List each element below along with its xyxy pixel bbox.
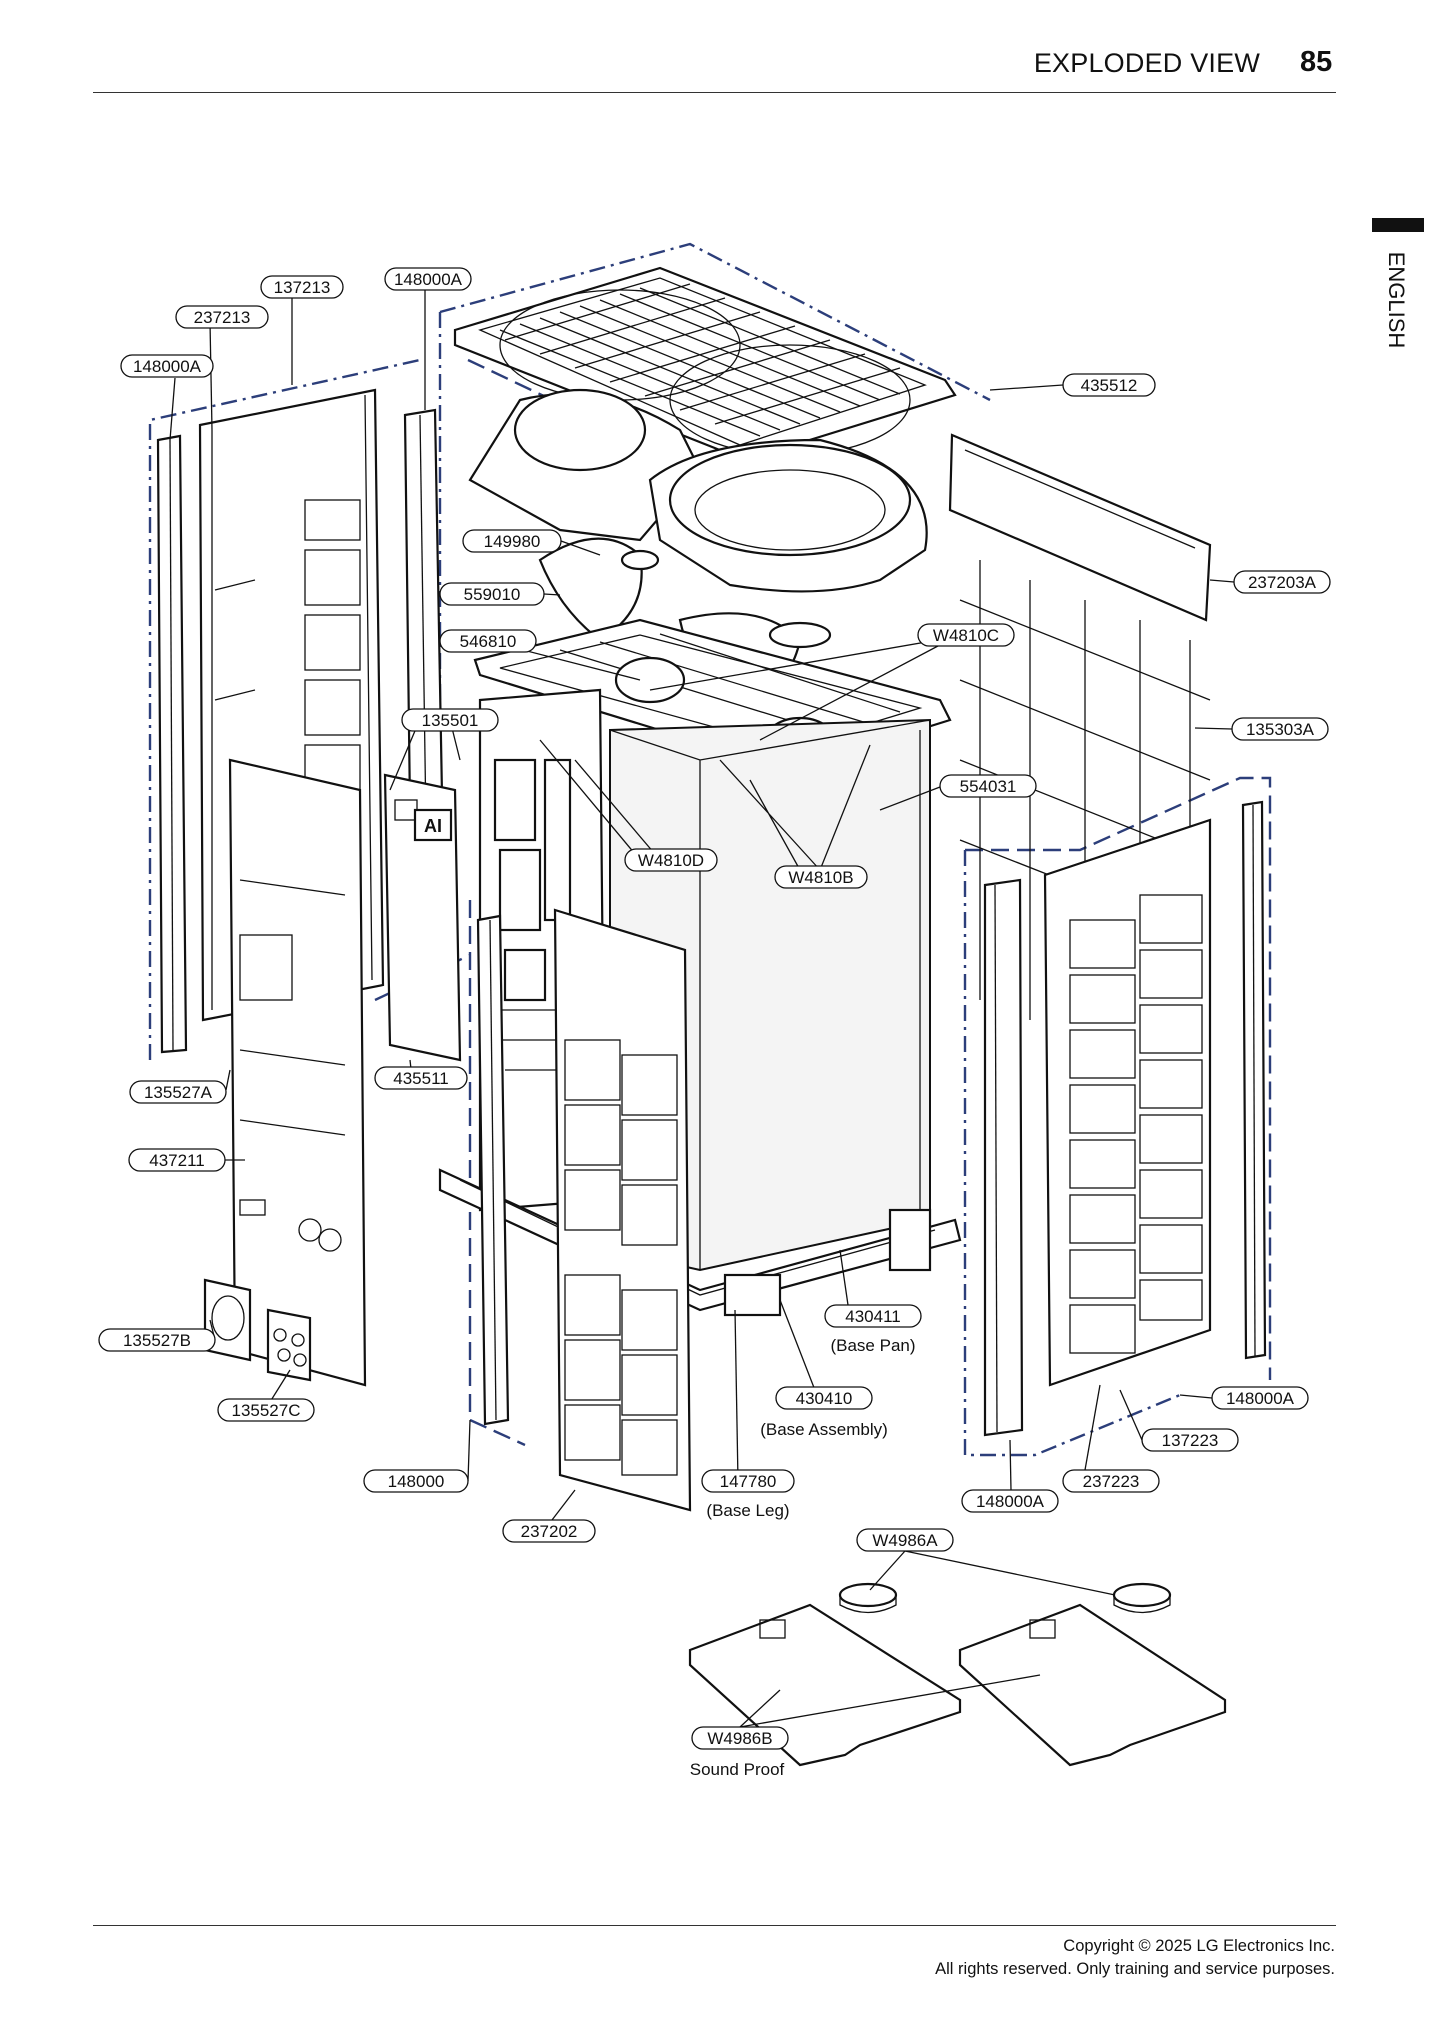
caption-sound-proof: Sound Proof xyxy=(690,1760,785,1779)
front-left-panel xyxy=(228,758,367,1387)
callout-430411: 430411 xyxy=(824,1304,922,1328)
leader-lines xyxy=(169,290,1235,1728)
base-frame xyxy=(438,1168,962,1317)
svg-text:435512: 435512 xyxy=(1081,376,1138,395)
svg-text:149980: 149980 xyxy=(484,532,541,551)
callout-559010: 559010 xyxy=(439,582,545,606)
right-side-panel xyxy=(1043,818,1212,1387)
callout-437211: 437211 xyxy=(128,1148,226,1172)
svg-text:430410: 430410 xyxy=(796,1389,853,1408)
callout-237213: 237213 xyxy=(175,305,269,329)
svg-text:137223: 137223 xyxy=(1162,1431,1219,1450)
page-header-title: EXPLODED VIEW xyxy=(1033,48,1260,78)
svg-text:148000A: 148000A xyxy=(1226,1389,1295,1408)
callout-W4810B: W4810B xyxy=(774,865,868,889)
left-corner-pillar xyxy=(156,434,188,1054)
svg-text:W4810D: W4810D xyxy=(638,851,704,870)
sound-proof-pad-left xyxy=(688,1603,962,1767)
svg-text:135501: 135501 xyxy=(422,711,479,730)
header-rule xyxy=(93,92,1336,93)
svg-text:237202: 237202 xyxy=(521,1522,578,1541)
callout-148000A-top: 148000A xyxy=(384,267,472,291)
callout-135303A: 135303A xyxy=(1231,717,1329,741)
language-tab-marker xyxy=(1372,218,1424,232)
callout-148000: 148000 xyxy=(363,1469,469,1493)
svg-text:W4810B: W4810B xyxy=(788,868,853,887)
callout-W4986A: W4986A xyxy=(856,1528,954,1552)
callout-237223: 237223 xyxy=(1062,1469,1160,1493)
callout-W4986B: W4986B xyxy=(691,1726,789,1750)
footer-copyright: Copyright © 2025 LG Electronics Inc. xyxy=(1063,1937,1335,1955)
callout-147780: 147780 xyxy=(701,1469,795,1493)
svg-text:137213: 137213 xyxy=(274,278,331,297)
svg-text:437211: 437211 xyxy=(149,1151,204,1170)
svg-text:147780: 147780 xyxy=(720,1472,777,1491)
control-cover-435511 xyxy=(383,773,462,1062)
top-grille-outline-upper xyxy=(439,242,991,402)
svg-text:237203A: 237203A xyxy=(1248,573,1317,592)
svg-text:135527B: 135527B xyxy=(123,1331,191,1350)
callout-435512: 435512 xyxy=(1062,373,1156,397)
service-covers xyxy=(203,1278,312,1382)
callout-137213: 137213 xyxy=(260,275,344,299)
svg-text:546810: 546810 xyxy=(460,632,517,651)
svg-text:W4986A: W4986A xyxy=(872,1531,938,1550)
right-front-pillar xyxy=(983,878,1024,1437)
callout-148000A-bottom: 148000A xyxy=(961,1489,1059,1513)
caption-base-pan: (Base Pan) xyxy=(830,1336,915,1355)
right-side-outline-top xyxy=(965,776,1272,1380)
callout-148000A-right: 148000A xyxy=(1211,1386,1309,1410)
svg-text:135527C: 135527C xyxy=(231,1401,300,1420)
svg-text:148000: 148000 xyxy=(388,1472,445,1491)
callout-237203A: 237203A xyxy=(1233,570,1331,594)
svg-text:135527A: 135527A xyxy=(144,1083,213,1102)
svg-text:430411: 430411 xyxy=(845,1307,900,1326)
callout-554031: 554031 xyxy=(939,774,1037,798)
page-number: 85 xyxy=(1300,46,1333,78)
front-lower-pillar xyxy=(476,914,510,1426)
svg-text:148000A: 148000A xyxy=(976,1492,1045,1511)
right-side-outline-bottom xyxy=(963,850,1181,1457)
callout-237202: 237202 xyxy=(502,1519,596,1543)
svg-text:559010: 559010 xyxy=(464,585,521,604)
caption-base-assembly: (Base Assembly) xyxy=(760,1420,888,1439)
sound-proof-discs xyxy=(838,1582,1172,1614)
sound-proof-pad-right xyxy=(958,1603,1227,1767)
callout-135527A: 135527A xyxy=(129,1080,227,1104)
svg-text:W4986B: W4986B xyxy=(707,1729,772,1748)
svg-text:148000A: 148000A xyxy=(394,270,463,289)
fan-shroud xyxy=(468,388,928,593)
callout-137223: 137223 xyxy=(1141,1428,1239,1452)
right-rear-pillar xyxy=(1241,800,1267,1360)
callout-435511: 435511 xyxy=(374,1066,468,1090)
callout-546810: 546810 xyxy=(439,629,537,653)
callout-W4810C: W4810C xyxy=(917,623,1015,647)
svg-text:554031: 554031 xyxy=(960,777,1017,796)
svg-text:435511: 435511 xyxy=(393,1069,448,1088)
footer-rule xyxy=(93,1925,1336,1926)
ai-badge-label: AI xyxy=(424,816,442,836)
front-grille-panel xyxy=(553,908,692,1512)
callout-149980: 149980 xyxy=(462,529,562,553)
callout-135501: 135501 xyxy=(401,708,499,732)
callout-W4810D: W4810D xyxy=(624,848,718,872)
svg-text:W4810C: W4810C xyxy=(933,626,999,645)
svg-text:135303A: 135303A xyxy=(1246,720,1315,739)
callout-148000A-left: 148000A xyxy=(120,354,214,378)
callout-430410: 430410 xyxy=(775,1386,873,1410)
callout-135527B: 135527B xyxy=(98,1328,216,1352)
svg-text:148000A: 148000A xyxy=(133,357,202,376)
svg-text:237223: 237223 xyxy=(1083,1472,1140,1491)
svg-text:237213: 237213 xyxy=(194,308,251,327)
footer-rights: All rights reserved. Only training and s… xyxy=(935,1960,1335,1978)
rear-top-panel xyxy=(948,433,1212,622)
caption-base-leg: (Base Leg) xyxy=(706,1501,789,1520)
callout-135527C: 135527C xyxy=(217,1398,315,1422)
